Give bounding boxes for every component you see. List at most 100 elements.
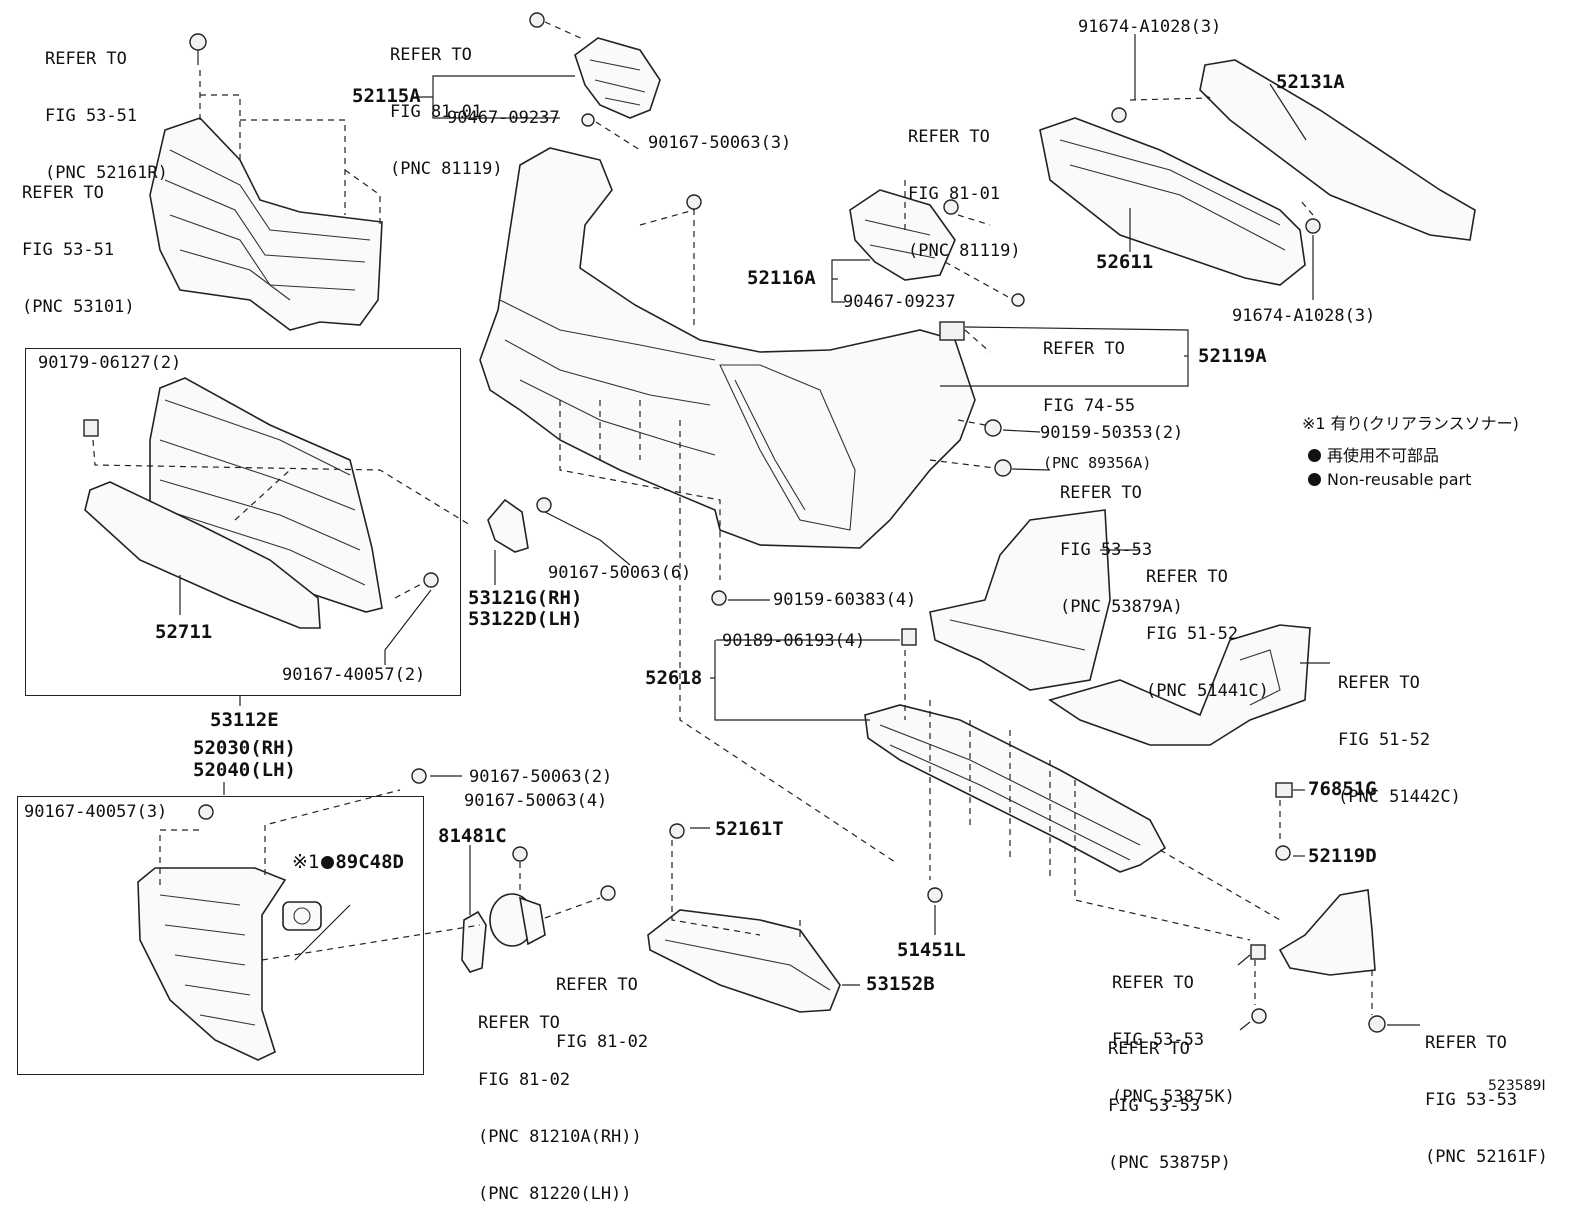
callout-line: (PNC 89356A) xyxy=(1043,454,1152,472)
lower-grille-drawing xyxy=(84,377,383,629)
callout-ref-fig-81-01-pnc-81119-b: REFER TO FIG 81-01 (PNC 81119) xyxy=(908,90,1021,280)
callout-ref-fig-74-55-pnc-89356a: REFER TO FIG 74-55 (PNC 89356A) xyxy=(1043,302,1151,492)
part-90167-50063-4-label: 90167-50063(4) xyxy=(464,791,608,811)
callout-line: (PNC 81220(LH)) xyxy=(478,1184,632,1204)
upper-grille-drawing xyxy=(149,117,383,331)
bracket-52116a-drawing xyxy=(849,189,956,281)
part-90167-50063-6-label: 90167-50063(6) xyxy=(548,563,692,583)
callout-line: (PNC 53101) xyxy=(22,297,135,317)
part-76851g-label: 76851G xyxy=(1308,778,1377,800)
callout-ref-fig-81-01-pnc-81119-a: REFER TO FIG 81-01 (PNC 81119) xyxy=(390,8,503,198)
side-extension-drawing xyxy=(1278,889,1376,976)
callout-line: FIG 53-51 xyxy=(45,106,138,126)
legend-non-reusable-en-text: Non-reusable part xyxy=(1327,470,1472,489)
callout-line: (PNC 51442C) xyxy=(1338,787,1461,807)
callout-ref-fig-81-02-a: REFER TO FIG 81-02 xyxy=(556,938,648,1071)
callout-line: REFER TO xyxy=(22,183,104,203)
callout-ref-fig-53-53-pnc-53879a: REFER TO FIG 53-53 (PNC 53879A) xyxy=(1060,446,1183,636)
part-90159-60383-label: 90159-60383(4) xyxy=(773,590,917,610)
callout-line: REFER TO xyxy=(1146,567,1228,587)
part-52119a-label: 52119A xyxy=(1198,345,1267,367)
legend-non-reusable-en: Non-reusable part xyxy=(1308,470,1471,490)
part-53152b-label: 53152B xyxy=(866,973,935,995)
callout-line: FIG 53-53 xyxy=(1112,1030,1205,1050)
callout-line: (PNC 51441C) xyxy=(1146,681,1269,701)
part-52711-label: 52711 xyxy=(155,621,213,643)
part-52115a-label: 52115A xyxy=(352,85,421,107)
bumper-cover-drawing xyxy=(479,147,976,549)
callout-line: FIG 81-02 xyxy=(556,1032,649,1052)
callout-line: FIG 81-01 xyxy=(908,184,1001,204)
callout-line: REFER TO xyxy=(1338,673,1420,693)
callout-line: FIG 51-52 xyxy=(1146,624,1239,644)
part-52611-label: 52611 xyxy=(1096,251,1154,273)
callout-line: REFER TO xyxy=(45,49,127,69)
bracket-52115a-drawing xyxy=(574,37,661,119)
callout-line: (PNC 81119) xyxy=(908,241,1021,261)
callout-line: FIG 74-55 xyxy=(1043,396,1136,416)
part-90179-06127-label: 90179-06127(2) xyxy=(38,353,182,373)
leader-lines xyxy=(92,21,1420,1031)
part-53121g-label: 53121G(RH) xyxy=(468,587,583,609)
fastener-drawings xyxy=(83,12,1386,1033)
cover-81481c-drawing xyxy=(461,910,487,973)
bracket-53121g-drawing xyxy=(487,498,529,553)
callout-line: FIG 51-52 xyxy=(1338,730,1431,750)
callout-line: REFER TO xyxy=(1060,483,1142,503)
part-52131a-label: 52131A xyxy=(1276,71,1345,93)
part-51451l-label: 51451L xyxy=(897,939,966,961)
callout-line: REFER TO xyxy=(1112,973,1194,993)
callout-line: (PNC 52161R) xyxy=(45,163,168,183)
callout-line: FIG 53-51 xyxy=(22,240,115,260)
fog-lamp-group-box xyxy=(17,796,424,1075)
part-91674-a1028-bottom-label: 91674-A1028(3) xyxy=(1232,306,1376,326)
bumper-undercover-drawing xyxy=(864,704,1167,873)
callout-line: (PNC 53879A) xyxy=(1060,597,1183,617)
callout-line: (PNC 81119) xyxy=(390,159,503,179)
drawing-id: 523589I xyxy=(1488,1078,1546,1094)
lower-cover-53152b-drawing xyxy=(647,909,841,1013)
part-81481c-label: 81481C xyxy=(438,825,507,847)
part-90167-40057-2-label: 90167-40057(2) xyxy=(282,665,426,685)
callout-line: REFER TO xyxy=(1043,339,1125,359)
part-90167-50063-3-label: 90167-50063(3) xyxy=(648,133,792,153)
part-52618-label: 52618 xyxy=(645,667,703,689)
part-90167-50063-2-label: 90167-50063(2) xyxy=(469,767,613,787)
part-53112e-label: 53112E xyxy=(210,709,279,731)
legend-non-reusable-jp: 再使用不可部品 xyxy=(1308,446,1439,466)
part-52116a-label: 52116A xyxy=(747,267,816,289)
callout-ref-fig-53-51-pnc-52161r: REFER TO FIG 53-51 (PNC 52161R) xyxy=(45,12,168,202)
callout-line: REFER TO xyxy=(390,45,472,65)
parts-diagram-drawing xyxy=(83,12,1476,1061)
part-52040-label: 52040(LH) xyxy=(193,759,296,781)
legend-note-1: ※1 有り(クリアランスソナー) xyxy=(1302,414,1519,433)
callout-line: FIG 53-53 xyxy=(1108,1096,1201,1116)
clearance-sensor-drawing xyxy=(282,901,322,931)
part-52161t-label: 52161T xyxy=(715,818,784,840)
part-91674-a1028-top-label: 91674-A1028(3) xyxy=(1078,17,1222,37)
callout-line: FIG 53-53 xyxy=(1060,540,1153,560)
non-reusable-dot-icon xyxy=(321,856,335,869)
callout-line: (PNC 52161F) xyxy=(1425,1147,1548,1167)
part-90467-09237-label-b: 90467-09237 xyxy=(843,292,956,312)
part-90167-40057-3-label: 90167-40057(3) xyxy=(24,802,168,822)
callout-line: REFER TO xyxy=(908,127,990,147)
part-52119d-label: 52119D xyxy=(1308,845,1377,867)
note-1-marker: ※1 xyxy=(292,851,320,873)
callout-ref-fig-51-52-pnc-51441c: REFER TO FIG 51-52 (PNC 51441C) xyxy=(1146,530,1269,720)
legend-non-reusable-jp-text: 再使用不可部品 xyxy=(1327,446,1440,465)
non-reusable-dot-icon xyxy=(1308,449,1321,462)
callout-ref-fig-81-02-b: REFER TO FIG 81-02 (PNC 81210A(RH)) (PNC… xyxy=(478,976,642,1223)
callout-line: (PNC 81210A(RH)) xyxy=(478,1127,642,1147)
part-90189-06193-label: 90189-06193(4) xyxy=(722,631,866,651)
callout-line: REFER TO xyxy=(1425,1033,1507,1053)
callout-line: REFER TO xyxy=(478,1013,560,1033)
part-53122d-label: 53122D(LH) xyxy=(468,608,583,630)
part-52030-label: 52030(RH) xyxy=(193,737,296,759)
engine-under-cover-drawing xyxy=(929,509,1311,746)
part-90467-09237-label-a: 90467-09237 xyxy=(447,108,560,128)
callout-ref-fig-53-51-pnc-53101: REFER TO FIG 53-51 (PNC 53101) xyxy=(22,146,135,336)
callout-line: REFER TO xyxy=(1108,1039,1190,1059)
callout-line: FIG 81-02 xyxy=(478,1070,571,1090)
